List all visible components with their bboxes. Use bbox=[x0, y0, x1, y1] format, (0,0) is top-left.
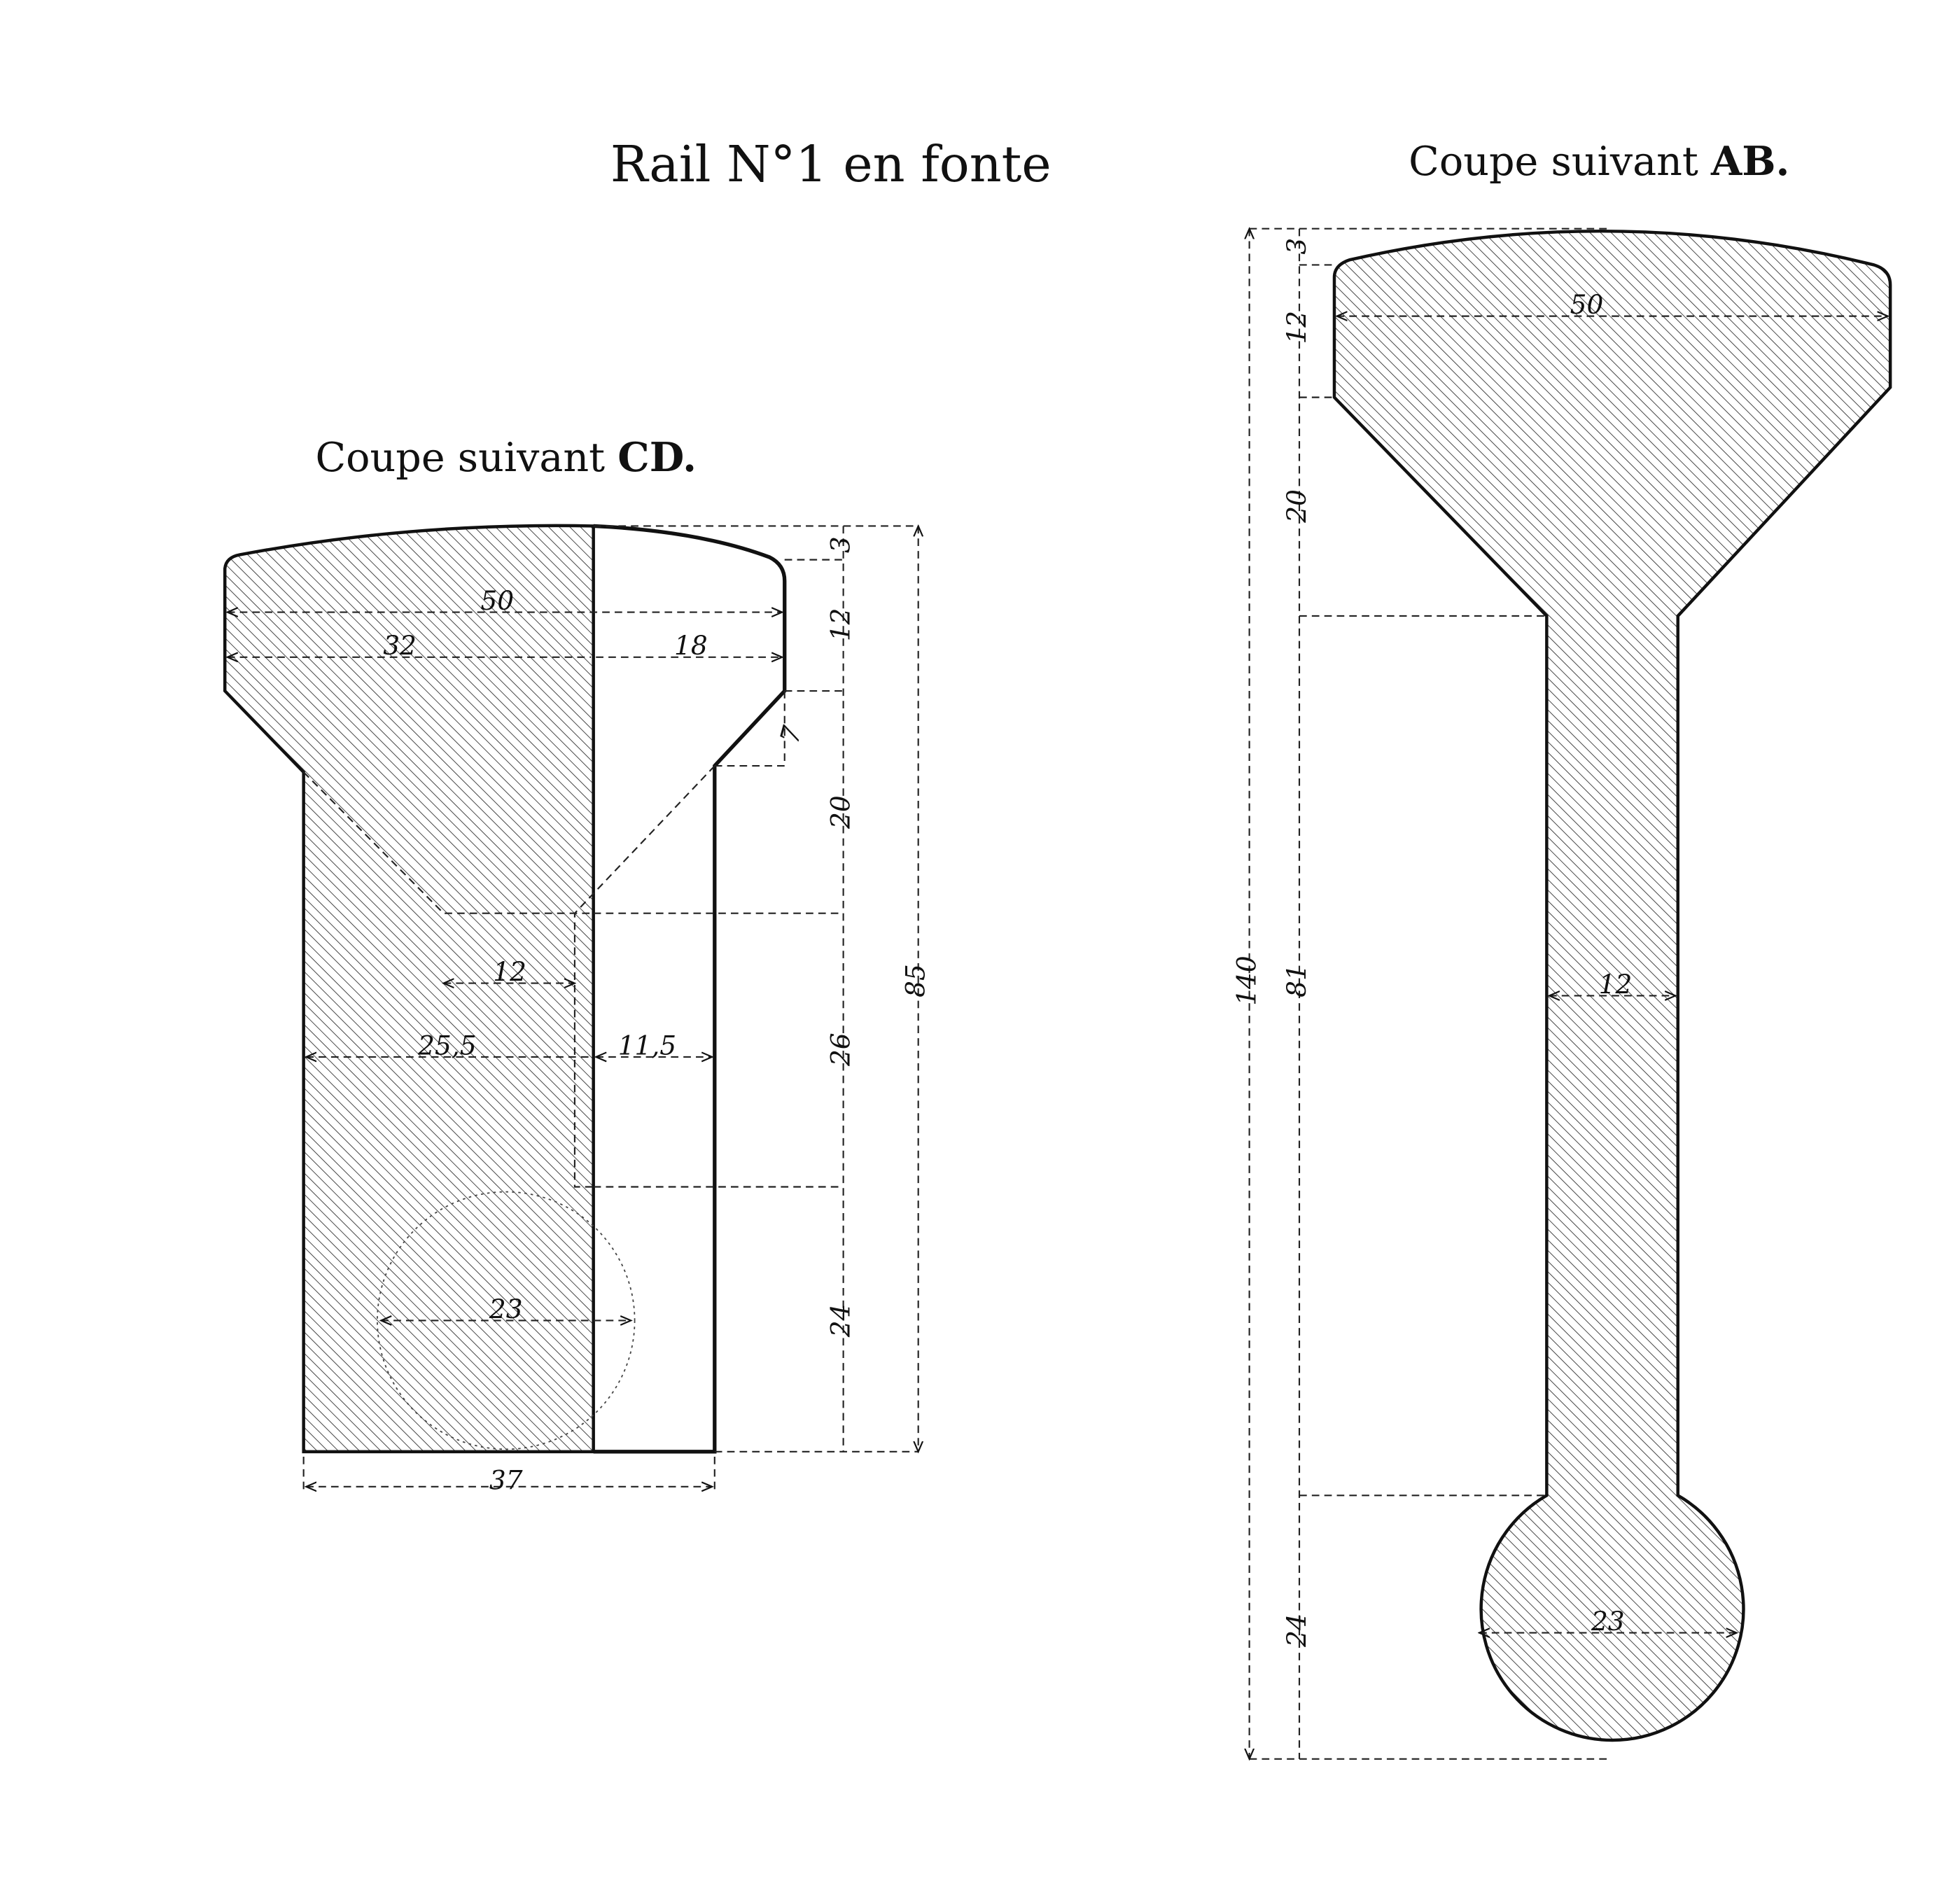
ab-dim-bulb-height: 24 bbox=[1281, 1614, 1312, 1648]
cd-dim-web-right: 11,5 bbox=[618, 1030, 676, 1060]
cd-dim-neck: 20 bbox=[825, 795, 856, 830]
section-cd: Coupe suivant CD. 3 12 7 20 26 24 85 50 … bbox=[223, 434, 931, 1495]
cd-bulb-outline bbox=[377, 1191, 636, 1450]
cd-construction-lines bbox=[302, 765, 715, 1188]
ab-dim-head: 12 bbox=[1281, 311, 1312, 344]
cd-dim-base: 37 bbox=[489, 1464, 523, 1495]
cd-dim-web-left: 25,5 bbox=[417, 1030, 476, 1060]
ab-dim-total: 140 bbox=[1231, 955, 1262, 1006]
cd-extension-lines bbox=[593, 525, 918, 1452]
ab-dim-web-height: 81 bbox=[1281, 964, 1312, 997]
cd-dim-notch: 7 bbox=[774, 722, 808, 747]
ab-dim-width-top: 50 bbox=[1570, 289, 1604, 320]
ab-hatched-section bbox=[1332, 230, 1892, 1742]
cd-dim-head-left: 32 bbox=[383, 630, 417, 661]
ab-dim-bulb: 23 bbox=[1591, 1606, 1625, 1637]
cd-dim-total: 85 bbox=[900, 964, 931, 997]
cd-dim-web-inner: 12 bbox=[493, 956, 526, 987]
ab-dim-web: 12 bbox=[1599, 969, 1633, 1000]
cd-dim-bulb: 23 bbox=[489, 1294, 523, 1324]
section-ab-label: Coupe suivant AB. bbox=[1409, 138, 1789, 185]
section-ab: Coupe suivant AB. 3 12 20 81 24 140 50 1… bbox=[1231, 138, 1892, 1760]
cd-dim-width-top: 50 bbox=[480, 585, 514, 616]
ab-extension-lines bbox=[1249, 227, 1612, 1760]
section-cd-label: Coupe suivant CD. bbox=[315, 434, 697, 481]
cd-outline-right bbox=[593, 524, 787, 1454]
cd-dim-web: 26 bbox=[825, 1032, 856, 1067]
ab-dim-crown: 3 bbox=[1281, 238, 1312, 255]
cd-hatched-section bbox=[223, 524, 595, 1454]
ab-dim-neck: 20 bbox=[1281, 489, 1312, 524]
cd-dim-head: 12 bbox=[825, 608, 856, 642]
cd-dim-head-right: 18 bbox=[674, 630, 708, 661]
page-title: Rail N°1 en fonte bbox=[610, 135, 1052, 193]
cd-dim-crown: 3 bbox=[825, 536, 856, 553]
cd-dim-bulb-height: 24 bbox=[825, 1304, 856, 1338]
